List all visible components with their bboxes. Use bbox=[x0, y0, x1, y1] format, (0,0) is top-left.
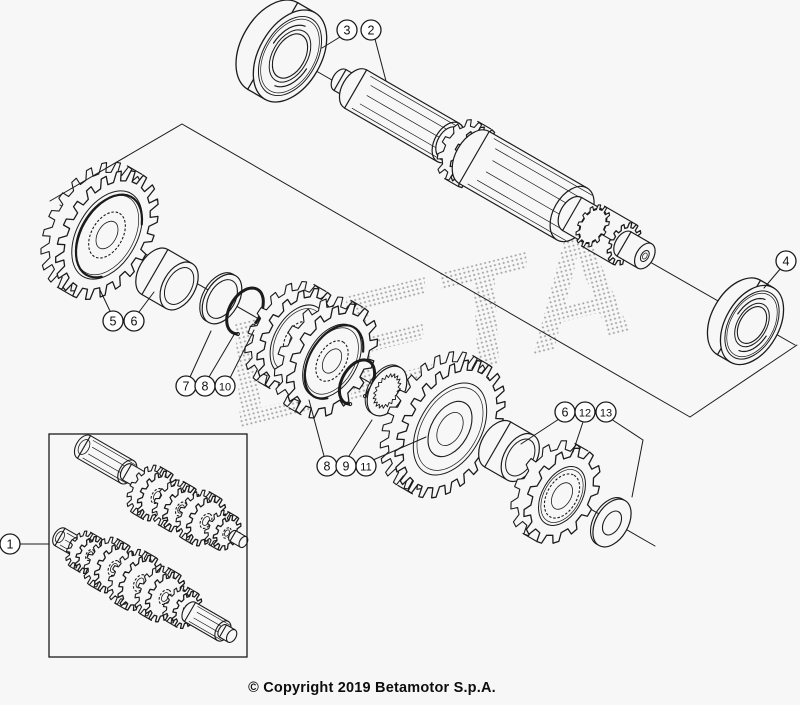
callout-number-1: 1 bbox=[7, 537, 14, 551]
frame-edge-long bbox=[181, 123, 691, 418]
leader-line-13 bbox=[610, 418, 644, 498]
assembly-box bbox=[48, 433, 248, 658]
callout-number-9: 9 bbox=[343, 459, 350, 473]
leader-line-4 bbox=[763, 267, 782, 289]
copyright-text: © Copyright 2019 Betamotor S.p.A. bbox=[248, 680, 496, 696]
callout-2: 2 bbox=[360, 19, 387, 82]
bearing-4 bbox=[706, 277, 785, 366]
callout-number-2: 2 bbox=[368, 23, 375, 37]
callout-number-11: 11 bbox=[360, 461, 371, 473]
callout-9: 9 bbox=[335, 419, 373, 477]
callout-number-12: 12 bbox=[579, 407, 591, 419]
callout-8: 8 bbox=[194, 332, 236, 397]
callout-11: 11 bbox=[355, 436, 427, 477]
callout-5: 5 bbox=[99, 289, 124, 332]
callout-1: 1 bbox=[0, 533, 50, 555]
washer-7 bbox=[199, 272, 243, 325]
frame-lines bbox=[49, 123, 798, 418]
leader-line-5 bbox=[99, 289, 111, 312]
leader-line-8 bbox=[208, 332, 236, 378]
callout-4: 4 bbox=[763, 250, 797, 289]
callout-6: 6 bbox=[123, 291, 155, 332]
callout-number-8: 8 bbox=[202, 379, 209, 393]
leader-line-8 bbox=[308, 399, 325, 457]
leader-line-10 bbox=[229, 329, 255, 379]
callout-number-10: 10 bbox=[219, 381, 231, 393]
callout-balloon-1 bbox=[0, 533, 21, 555]
leader-line-7 bbox=[189, 330, 212, 378]
callout-balloon-13 bbox=[595, 401, 617, 423]
leader-line-12 bbox=[572, 421, 584, 453]
callout-balloon-2 bbox=[360, 19, 382, 41]
leader-line-3 bbox=[321, 36, 341, 49]
callout-7: 7 bbox=[175, 330, 212, 397]
callout-number-13: 13 bbox=[600, 407, 612, 419]
frame-edge-left bbox=[49, 123, 183, 202]
callout-number-4: 4 bbox=[783, 254, 790, 268]
callout-balloon-10 bbox=[214, 375, 236, 397]
leader-line-11 bbox=[372, 436, 427, 461]
leader-line-2 bbox=[374, 38, 387, 82]
callout-13: 13 bbox=[595, 401, 644, 498]
gear-12 bbox=[510, 440, 601, 544]
callout-balloon-6 bbox=[123, 310, 145, 332]
callout-number-6: 6 bbox=[562, 405, 569, 419]
callout-number-3: 3 bbox=[344, 23, 351, 37]
callout-balloon-3 bbox=[336, 19, 358, 41]
callout-balloon-5 bbox=[102, 310, 124, 332]
main-shaft-2 bbox=[330, 68, 656, 270]
callout-balloon-4 bbox=[775, 250, 797, 272]
gearbox-assembly-countershaft bbox=[52, 527, 238, 643]
leader-line-9 bbox=[348, 419, 373, 457]
callout-10: 10 bbox=[214, 329, 255, 397]
callout-3: 3 bbox=[321, 19, 358, 49]
callout-balloon-11 bbox=[355, 455, 377, 477]
gear-11 bbox=[379, 351, 506, 499]
callout-balloon-12 bbox=[574, 401, 596, 423]
leader-line-6 bbox=[520, 418, 560, 445]
cluster-gear-front bbox=[273, 296, 379, 419]
callout-12: 12 bbox=[572, 401, 596, 453]
gear-5 bbox=[40, 161, 159, 301]
assembly-box-frame bbox=[48, 433, 248, 658]
gearbox-assembly-mainshaft bbox=[73, 434, 249, 551]
bearing-3 bbox=[235, 0, 328, 103]
bushing-6 bbox=[135, 247, 199, 311]
frame-edge-right bbox=[689, 344, 798, 418]
washer-13 bbox=[589, 497, 632, 548]
callout-number-5: 5 bbox=[110, 314, 117, 328]
callout-number-6: 6 bbox=[131, 314, 138, 328]
leader-line-6 bbox=[138, 291, 155, 313]
callout-number-7: 7 bbox=[183, 379, 190, 393]
callout-number-8: 8 bbox=[324, 459, 331, 473]
